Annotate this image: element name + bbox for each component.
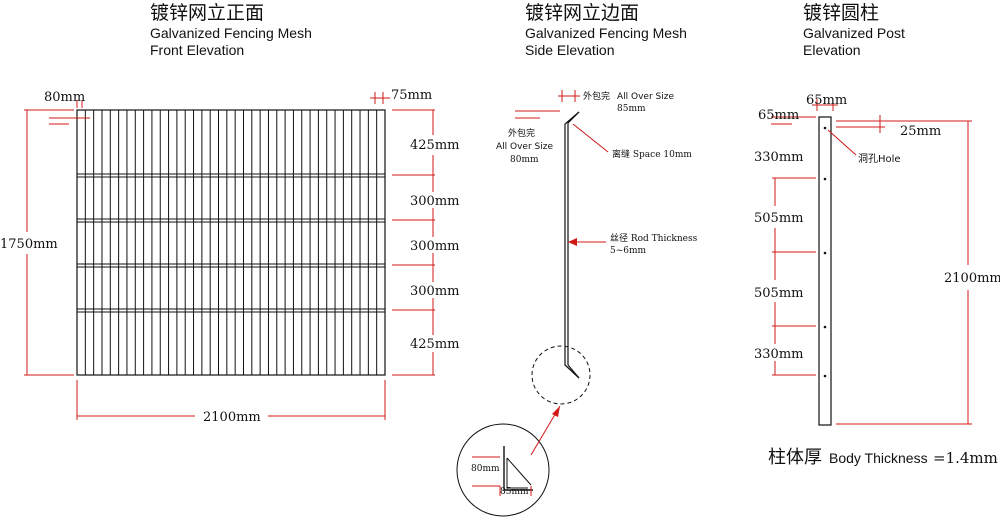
side-profile [564,111,580,379]
post-labels: 65mm 65mm 25mm 洞孔Hole 330mm 505mm 505mm … [754,93,1000,468]
side-detail-dim-v: 80mm [471,464,500,474]
post-title-en-line1: Galvanized Post [803,24,905,41]
post-hole [823,177,827,181]
post-title-zh: 镀锌圆柱 [803,2,880,24]
post-dimension-lines [771,99,972,425]
post-elevation-heading: 镀锌圆柱 Galvanized Post Elevation [803,2,905,58]
post-dim-left: 65mm [758,108,799,123]
front-dimension-lines [24,92,435,420]
post-body [818,116,832,426]
front-dim-width: 2100mm [203,410,261,425]
post-hole-spacing-2: 505mm [754,211,803,226]
front-elevation-heading: 镀锌网立正面 Galvanized Fencing Mesh Front Ele… [150,2,312,58]
post-hole-spacing-4: 330mm [754,347,803,362]
side-labels: 外包完 All Over Size 85mm 外包完 All Over Size… [471,90,698,497]
post-hole-spacing-1: 330mm [754,150,803,165]
post-dim-right: 25mm [900,124,941,139]
front-row-spacing-2: 300mm [410,194,459,209]
side-rod-value: 5~6mm [610,246,647,256]
side-left-label-zh: 外包完 [508,127,535,139]
mesh-horizontal-wires [77,173,385,313]
side-left-label-value: 80mm [510,155,539,165]
front-dim-height: 1750mm [0,237,58,252]
post-hole [823,374,827,378]
front-row-spacing-5: 425mm [410,337,459,352]
front-dim-right-offset: 75mm [391,88,432,103]
front-dim-left-offset: 80mm [44,90,85,105]
side-top-label-en: All Over Size [617,92,674,102]
post-hole-label: 洞孔Hole [858,153,901,165]
front-row-spacing-1: 425mm [410,138,459,153]
side-rod-label: 丝径 Rod Thickness [610,232,698,244]
post-thickness-en: Body Thickness [829,450,928,466]
post-dim-top: 65mm [806,93,847,108]
front-title-en-line2: Front Elevation [150,41,245,58]
front-title-en-line1: Galvanized Fencing Mesh [150,24,312,41]
side-detail-circle [456,345,591,517]
post-hole [823,325,827,329]
side-title-zh: 镀锌网立边面 [525,2,640,24]
front-row-spacing-3: 300mm [410,239,459,254]
front-dimension-labels: 80mm 75mm 1750mm 2100mm 425mm 300mm 300m… [0,88,459,425]
post-holes [823,126,827,378]
front-row-spacing-4: 300mm [410,284,459,299]
post-hole [823,251,827,255]
side-elevation-heading: 镀锌网立边面 Galvanized Fencing Mesh Side Elev… [525,2,687,58]
mesh-vertical-wires [84,110,378,375]
mesh-outline [76,109,386,376]
side-space-label: 离缝 Space 10mm [612,148,692,160]
front-title-zh: 镀锌网立正面 [150,2,265,24]
post-thickness-zh: 柱体厚 [768,447,822,468]
side-left-label-en: All Over Size [496,142,553,152]
side-title-en-line1: Galvanized Fencing Mesh [525,24,687,41]
post-hole [823,126,827,130]
side-title-en-line2: Side Elevation [525,41,615,58]
side-detail-dim-h: 85mm [500,487,529,497]
front-mesh-panel [76,109,386,376]
side-arrowheads [552,238,577,417]
side-top-label-zh: 外包完 [583,90,610,102]
side-top-label-value: 85mm [617,104,646,114]
post-thickness-value: =1.4mm [933,449,998,467]
post-dim-height: 2100mm [944,271,1000,286]
post-title-en-line2: Elevation [803,41,861,58]
post-hole-spacing-3: 505mm [754,286,803,301]
